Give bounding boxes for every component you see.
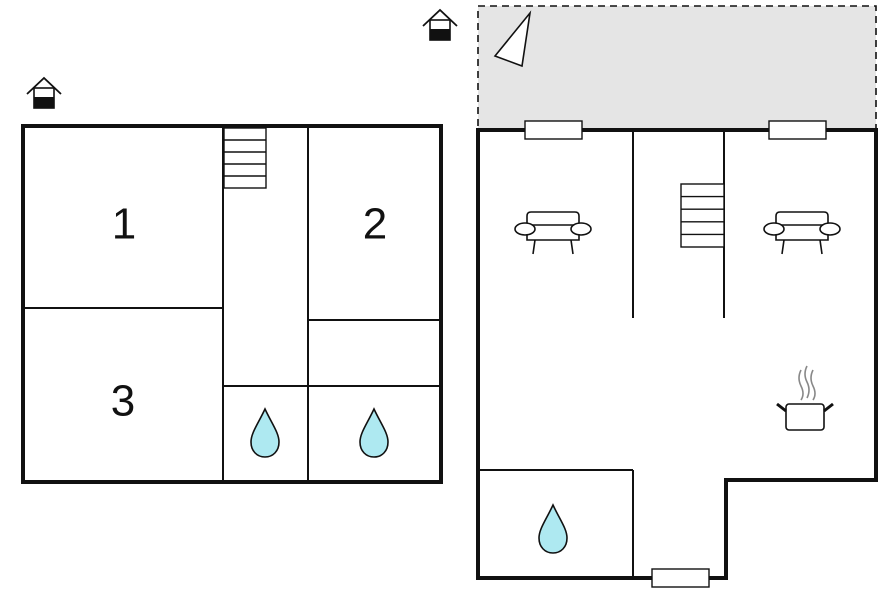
room-number: 2 <box>363 200 387 249</box>
water-drop-icon <box>359 407 389 458</box>
upper-floor: 1 2 3 <box>21 76 443 484</box>
terrace <box>477 5 877 131</box>
ground-floor-outline <box>476 128 878 580</box>
window-icon <box>524 120 583 140</box>
room-number: 3 <box>111 377 135 426</box>
house-level-icon <box>26 76 62 109</box>
window-icon <box>651 568 710 588</box>
sofa-icon <box>763 211 841 255</box>
sofa-icon <box>514 211 592 255</box>
water-drop-icon <box>538 503 568 554</box>
window-icon <box>768 120 827 140</box>
upper-floor-outline <box>21 124 443 484</box>
north-arrow-icon <box>493 10 532 68</box>
room-number: 1 <box>112 200 136 249</box>
water-drop-icon <box>250 407 280 458</box>
stairs-icon <box>223 127 267 189</box>
house-level-icon <box>422 8 458 41</box>
stairs-icon <box>680 183 725 248</box>
ground-floor <box>422 5 878 588</box>
cooking-pot-icon <box>776 365 834 431</box>
